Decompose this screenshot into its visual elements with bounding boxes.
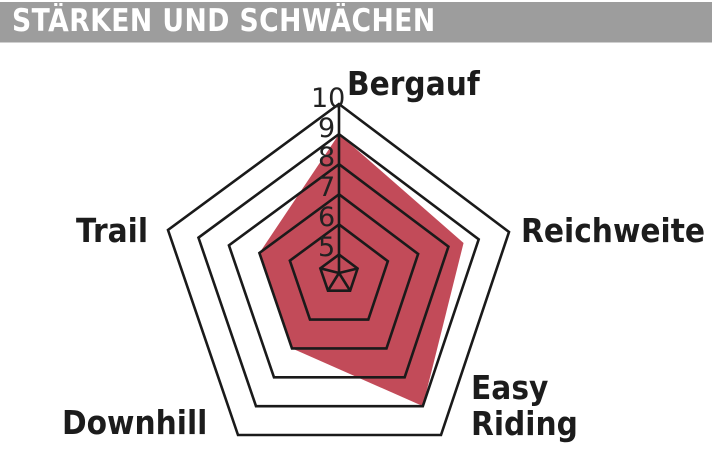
grid-ring-6 (288, 222, 390, 321)
axis-label-downhill: Downhill (62, 403, 208, 442)
data-polygon-layer (259, 134, 464, 407)
tick-labels: 10 9 8 7 6 5 (311, 83, 345, 263)
grid-ring-10 (166, 102, 511, 437)
section-title: STÄRKEN UND SCHWÄCHEN (12, 3, 436, 39)
section-header: STÄRKEN UND SCHWÄCHEN (0, 0, 712, 43)
grid-ring-5 (318, 252, 360, 292)
axis-spoke-1 (338, 267, 358, 275)
axis-label-bergauf: Bergauf (347, 64, 480, 103)
axis-spoke-3 (326, 272, 341, 292)
grid-ring-7 (257, 192, 420, 350)
tick-label-8: 8 (318, 142, 335, 173)
grid-ring-8 (227, 162, 450, 379)
tick-label-9: 9 (318, 113, 335, 144)
grid-ring-9 (196, 132, 481, 408)
data-polygon (259, 134, 464, 407)
axis-spoke-4 (320, 267, 340, 275)
tick-label-7: 7 (318, 172, 335, 203)
axis-label-trail: Trail (76, 211, 149, 250)
axis-label-reichweite: Reichweite (521, 211, 706, 250)
tick-label-10: 10 (311, 83, 345, 114)
axis-label-riding: Riding (471, 404, 578, 443)
axis-label-easy: Easy (471, 368, 549, 407)
tick-label-6: 6 (318, 202, 335, 233)
tick-label-5: 5 (318, 232, 335, 263)
axis-spoke-2 (337, 272, 352, 292)
grid-rings (166, 102, 511, 437)
header-top-line (0, 0, 712, 2)
